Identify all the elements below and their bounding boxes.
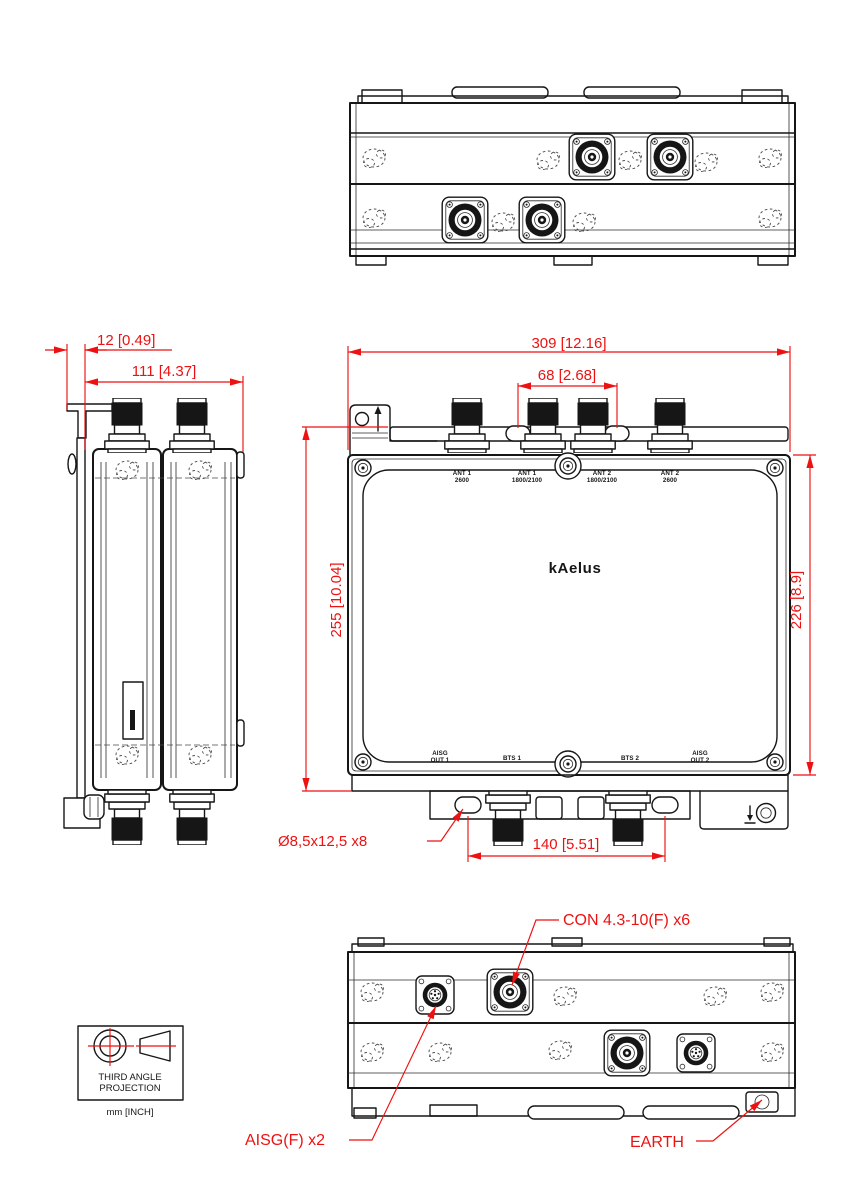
dim-height-body-226: 226 [8.9] bbox=[788, 454, 816, 776]
callout-earth-text: EARTH bbox=[630, 1134, 684, 1151]
callout-mount-hole-text: Ø8,5x12,5 x8 bbox=[278, 833, 367, 850]
bts2-label: BTS 2 bbox=[621, 755, 639, 762]
dim-bottom-hole-spacing-140: 140 [5.51] bbox=[467, 816, 666, 862]
front-view: ANT 1 2600 ANT 1 1800/2100 ANT 2 1800/21… bbox=[347, 398, 791, 846]
side-view-bottom-connector-1 bbox=[105, 790, 149, 845]
ant2-18002100-label: ANT 2 bbox=[593, 470, 612, 477]
projection-label-line1: THIRD ANGLE bbox=[98, 1072, 161, 1083]
cast-texture-mark bbox=[362, 148, 386, 168]
dim-width-309: 309 [12.16] bbox=[347, 335, 791, 452]
mounting-bracket-hook bbox=[66, 403, 113, 439]
dim-bracket-offset-text: 12 [0.49] bbox=[97, 332, 155, 349]
side-view-bottom-connector-2 bbox=[170, 790, 214, 845]
ant1-2600-label: ANT 1 bbox=[453, 470, 472, 477]
mount-hole-right bbox=[651, 796, 679, 814]
svg-text:OUT 1: OUT 1 bbox=[431, 757, 450, 764]
svg-text:2600: 2600 bbox=[455, 477, 470, 484]
projection-label-line2: PROJECTION bbox=[99, 1083, 160, 1094]
dim-bottom-hole-spacing-text: 140 [5.51] bbox=[533, 836, 600, 853]
front-port-labels-top: ANT 1 2600 ANT 1 1800/2100 ANT 2 1800/21… bbox=[453, 470, 680, 484]
dim-height-overall-255: 255 [10.04] bbox=[302, 426, 388, 792]
top-view-ant4-connector bbox=[519, 197, 565, 243]
side-view-label-slot bbox=[122, 681, 144, 740]
callout-rf-connectors: CON 4.3-10(F) x6 bbox=[511, 912, 690, 986]
aisg-out2-label: AISG bbox=[692, 750, 708, 757]
front-port-labels-bottom: AISG OUT 1 BTS 1 BTS 2 AISG OUT 2 bbox=[431, 750, 710, 764]
cone-side-view-glyph bbox=[139, 1030, 171, 1062]
svg-text:1800/2100: 1800/2100 bbox=[587, 477, 618, 484]
aisg-out2-connector bbox=[677, 1034, 715, 1072]
con-4310-connector-2 bbox=[604, 1030, 650, 1076]
con-4310-connector-1 bbox=[487, 969, 533, 1015]
callout-aisg-text: AISG(F) x2 bbox=[245, 1132, 325, 1149]
aisg-out1-label: AISG bbox=[432, 750, 448, 757]
front-body-outline bbox=[347, 454, 791, 776]
top-view-ant2-connector bbox=[647, 134, 693, 180]
mounting-hole bbox=[354, 411, 370, 427]
ant2-2600-label: ANT 2 bbox=[661, 470, 680, 477]
bts1-label: BTS 1 bbox=[503, 755, 521, 762]
dim-depth-111: 111 [4.37] bbox=[85, 363, 244, 452]
kaelus-logo: kAelus bbox=[549, 560, 602, 577]
side-view-body-right bbox=[162, 448, 238, 791]
dimension-annotations: 309 [12.16] 68 [2.68] 12 [0.49] 111 [4.3… bbox=[45, 332, 816, 1151]
units-label: mm [INCH] bbox=[107, 1107, 154, 1118]
top-view bbox=[349, 86, 796, 266]
dim-slot-spacing-68: 68 [2.68] bbox=[517, 367, 618, 428]
lid-screws bbox=[354, 457, 784, 773]
front-mounting-tab bbox=[349, 404, 438, 456]
top-view-ant1-connector bbox=[569, 134, 615, 180]
callout-aisg-connectors: AISG(F) x2 bbox=[245, 1005, 437, 1149]
earth-symbol-icon bbox=[744, 805, 756, 824]
third-angle-projection-symbol: THIRD ANGLE PROJECTION mm [INCH] bbox=[77, 1025, 184, 1118]
svg-text:2600: 2600 bbox=[663, 477, 678, 484]
up-arrow-icon bbox=[374, 406, 382, 414]
bottom-view bbox=[347, 937, 796, 1120]
ant1-2600-connector bbox=[445, 398, 489, 453]
callout-rf-text: CON 4.3-10(F) x6 bbox=[563, 912, 690, 929]
ant1-18002100-label: ANT 1 bbox=[518, 470, 537, 477]
ant2-1800-2100-connector bbox=[571, 398, 615, 453]
dim-slot-spacing-text: 68 [2.68] bbox=[538, 367, 596, 384]
ant1-1800-2100-connector bbox=[521, 398, 565, 453]
svg-text:OUT 2: OUT 2 bbox=[691, 757, 710, 764]
mount-hole-left bbox=[454, 796, 482, 814]
callout-earth: EARTH bbox=[630, 1099, 763, 1151]
dim-height-body-text: 226 [8.9] bbox=[788, 571, 805, 629]
callout-mount-hole: Ø8,5x12,5 x8 bbox=[278, 808, 464, 850]
dim-height-overall-text: 255 [10.04] bbox=[328, 562, 345, 637]
dim-width-text: 309 [12.16] bbox=[531, 335, 606, 352]
side-view bbox=[63, 398, 245, 845]
dim-bracket-offset-12: 12 [0.49] bbox=[45, 332, 172, 450]
top-view-ant3-connector bbox=[442, 197, 488, 243]
svg-text:1800/2100: 1800/2100 bbox=[512, 477, 543, 484]
mounting-bracket-bar bbox=[76, 437, 86, 799]
dim-depth-text: 111 [4.37] bbox=[132, 363, 197, 380]
earth-bolt-front bbox=[755, 802, 777, 824]
bottom-view-body-outline bbox=[347, 951, 796, 1089]
side-view-top-connector-2 bbox=[170, 398, 214, 453]
earth-tab bbox=[699, 790, 789, 830]
ant2-2600-connector bbox=[648, 398, 692, 453]
